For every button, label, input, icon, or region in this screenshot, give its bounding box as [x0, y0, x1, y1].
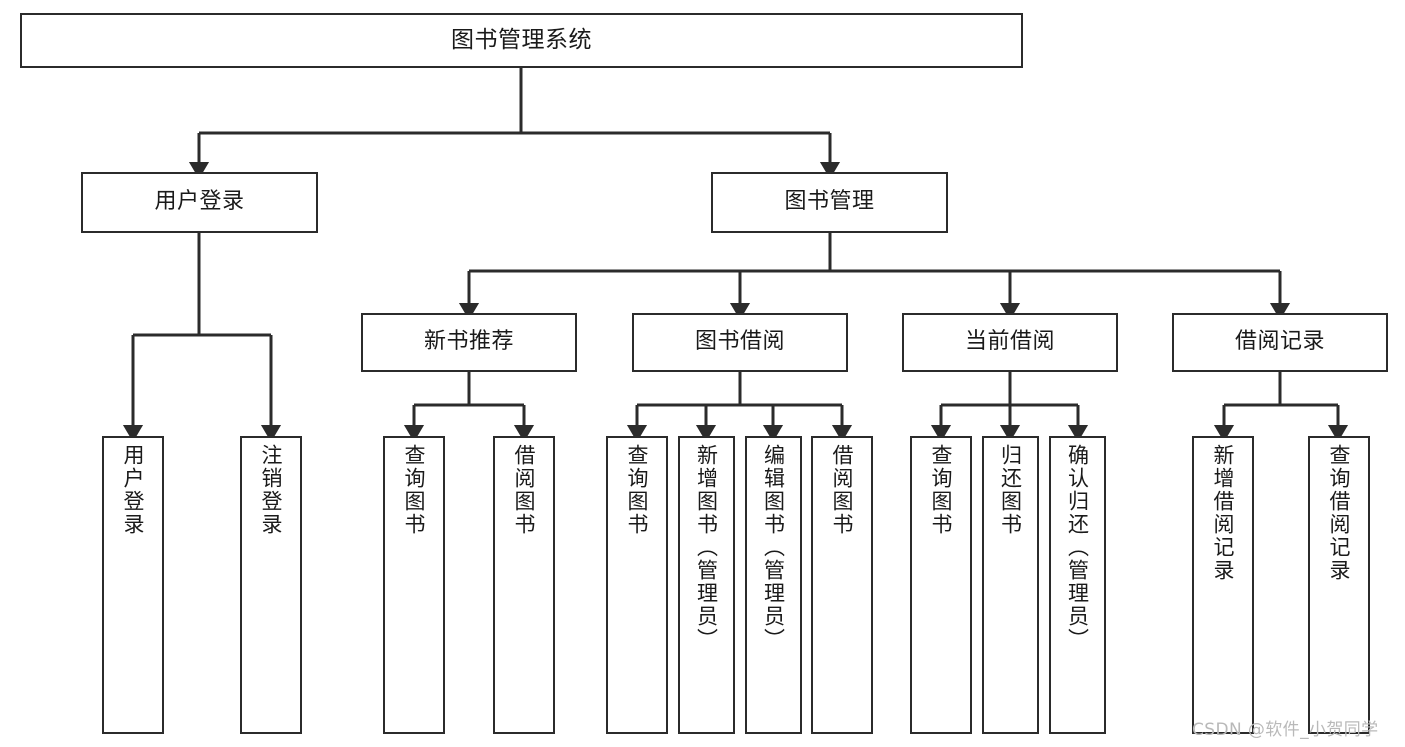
node-new-book-recommend-label: 新书推荐 [423, 329, 514, 355]
node-book-borrow-label: 图书借阅 [694, 329, 785, 355]
leaf-confirm-return[interactable]: 确认归还（管理员） [1049, 436, 1106, 734]
leaf-edit-book[interactable]: 编辑图书（管理员） [745, 436, 802, 734]
leaf-borrow-book-2[interactable]: 借阅图书 [811, 436, 873, 734]
leaf-add-book-label: 新增图书（管理员） [694, 444, 719, 651]
leaf-query-book-3[interactable]: 查询图书 [910, 436, 972, 734]
node-new-book-recommend[interactable]: 新书推荐 [361, 313, 577, 372]
leaf-query-book-1[interactable]: 查询图书 [383, 436, 445, 734]
leaf-return-book[interactable]: 归还图书 [982, 436, 1039, 734]
leaf-borrow-book-2-label: 借阅图书 [830, 444, 855, 536]
leaf-query-book-2-label: 查询图书 [625, 444, 650, 536]
node-book-manage-label: 图书管理 [784, 189, 875, 215]
leaf-user-login-label: 用户登录 [121, 444, 146, 536]
leaf-query-book-3-label: 查询图书 [929, 444, 954, 536]
leaf-add-record-label: 新增借阅记录 [1211, 444, 1236, 582]
leaf-add-book[interactable]: 新增图书（管理员） [678, 436, 735, 734]
node-book-borrow[interactable]: 图书借阅 [632, 313, 848, 372]
node-borrow-record[interactable]: 借阅记录 [1172, 313, 1388, 372]
node-current-borrow[interactable]: 当前借阅 [902, 313, 1118, 372]
node-book-manage[interactable]: 图书管理 [711, 172, 948, 233]
csdn-watermark: CSDN @软件_小贺同学 [1192, 720, 1379, 740]
leaf-confirm-return-label: 确认归还（管理员） [1065, 444, 1090, 651]
leaf-query-book-2[interactable]: 查询图书 [606, 436, 668, 734]
leaf-logout-login-label: 注销登录 [259, 444, 284, 536]
node-root-label: 图书管理系统 [451, 26, 592, 53]
node-root-book-management-system[interactable]: 图书管理系统 [20, 13, 1023, 68]
node-borrow-record-label: 借阅记录 [1234, 329, 1325, 355]
leaf-borrow-book-1[interactable]: 借阅图书 [493, 436, 555, 734]
leaf-add-record[interactable]: 新增借阅记录 [1192, 436, 1254, 734]
leaf-query-book-1-label: 查询图书 [402, 444, 427, 536]
leaf-query-record-label: 查询借阅记录 [1327, 444, 1352, 582]
node-current-borrow-label: 当前借阅 [964, 329, 1055, 355]
leaf-edit-book-label: 编辑图书（管理员） [761, 444, 786, 651]
leaf-query-record[interactable]: 查询借阅记录 [1308, 436, 1370, 734]
node-user-login[interactable]: 用户登录 [81, 172, 318, 233]
leaf-user-login[interactable]: 用户登录 [102, 436, 164, 734]
leaf-return-book-label: 归还图书 [998, 444, 1023, 536]
node-user-login-label: 用户登录 [154, 189, 245, 215]
leaf-borrow-book-1-label: 借阅图书 [512, 444, 537, 536]
leaf-logout-login[interactable]: 注销登录 [240, 436, 302, 734]
